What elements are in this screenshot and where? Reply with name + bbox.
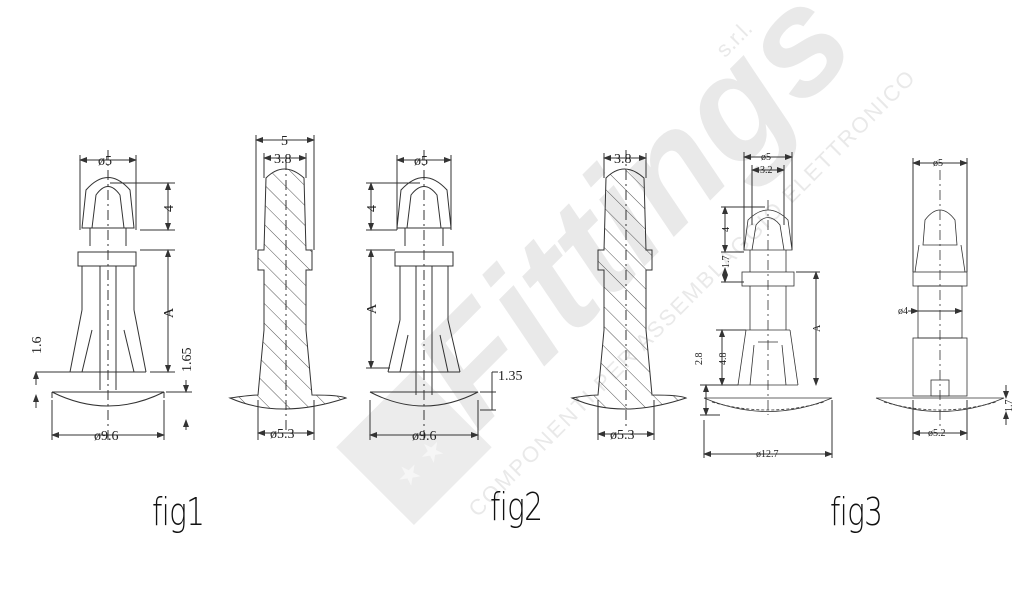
dim-label: 3.8	[614, 152, 632, 167]
caption-fig2: fig2	[490, 485, 543, 529]
dim-label: 1.65	[180, 348, 195, 373]
caption-fig3: fig3	[830, 490, 883, 534]
dim-label: 3.2	[760, 165, 773, 176]
dim-label: 2.8	[694, 353, 705, 366]
dim-label: ø5.3	[610, 428, 635, 443]
dim-label: 3.8	[274, 152, 292, 167]
dim-label: ø5	[414, 154, 428, 169]
dim-label: ø5	[933, 158, 943, 169]
fig3-elevation	[703, 200, 833, 415]
caption-fig1: fig1	[152, 490, 205, 534]
dim-label: ø5	[761, 152, 771, 163]
dim-label: 4	[365, 205, 380, 212]
fig3-side	[875, 170, 1005, 430]
dim-label: ø9.6	[94, 429, 119, 444]
fig1-elevation	[51, 150, 165, 440]
dim-label: ø5.2	[928, 428, 946, 439]
dim-label: ø5.3	[270, 427, 295, 442]
dim-label: ø12.7	[756, 449, 779, 460]
dim-label: ø5	[98, 154, 112, 169]
dim-label: 1.7	[1004, 400, 1015, 413]
fig2-section	[570, 150, 688, 430]
dim-label: A	[162, 307, 177, 318]
dim-label: 1.35	[498, 369, 523, 384]
dim-label: A	[812, 324, 823, 332]
dim-label: 1.6	[30, 337, 45, 355]
dim-label: A	[365, 303, 380, 314]
fig1-section	[228, 160, 348, 430]
dim-label: 4.8	[718, 353, 729, 366]
dim-label: 4	[721, 227, 732, 232]
dim-label: ø9.6	[412, 429, 437, 444]
dim-label: 1.7	[721, 256, 732, 269]
dim-label: 4	[162, 205, 177, 212]
dim-label: 5	[281, 134, 288, 149]
fig2-elevation	[369, 150, 479, 440]
dim-label: ø4	[898, 306, 908, 317]
